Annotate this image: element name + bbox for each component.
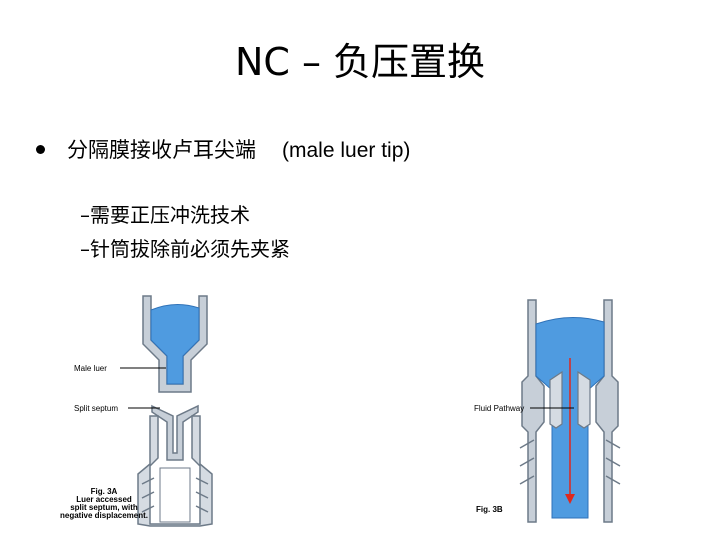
flow-arrow-head bbox=[565, 494, 575, 504]
figure-3a: Male luer Split septum Fig. 3A Luer acce… bbox=[60, 295, 213, 527]
caption-3a-line1: Fig. 3A bbox=[91, 487, 118, 496]
figure-3b: Fluid Pathway Fig. 3B bbox=[474, 299, 621, 523]
slide-title: NC – 负压置换 bbox=[234, 40, 486, 84]
bullet-dot bbox=[36, 144, 45, 154]
caption-3b: Fig. 3B bbox=[476, 505, 503, 514]
caption-3a-line3: split septum, with bbox=[70, 503, 138, 512]
inner-septum-right bbox=[577, 370, 591, 429]
fluid-funnel bbox=[150, 304, 200, 385]
bullet-main: 分隔膜接收卢耳尖端 (male luer tip) bbox=[36, 136, 410, 165]
thread-lines bbox=[141, 477, 209, 513]
caption-3a-line2: Luer accessed bbox=[76, 495, 132, 504]
sub-item-flush: –需要正压冲洗技术 bbox=[80, 203, 250, 227]
label-male-luer: Male luer bbox=[74, 364, 107, 373]
bullet-text: 分隔膜接收卢耳尖端 bbox=[67, 138, 256, 162]
sub-item-clamp: –针筒拔除前必须先夹紧 bbox=[80, 237, 290, 261]
label-split-septum: Split septum bbox=[74, 404, 118, 413]
valve-body-inner bbox=[159, 467, 191, 523]
split-septum bbox=[151, 404, 199, 461]
bullet-paren-text: (male luer tip) bbox=[282, 139, 411, 162]
caption-3a-line4: negative displacement. bbox=[60, 511, 148, 520]
label-fluid-pathway: Fluid Pathway bbox=[474, 404, 524, 413]
valve-housing bbox=[137, 415, 213, 527]
thread-lines-3b bbox=[519, 439, 621, 485]
inner-septum-left bbox=[549, 370, 563, 429]
